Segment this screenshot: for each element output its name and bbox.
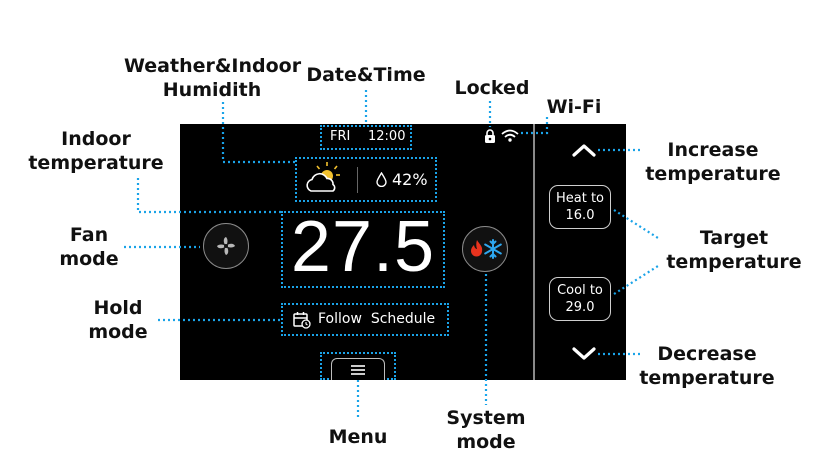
calendar-icon	[293, 312, 311, 329]
callout-target-temperature: Target temperature	[664, 226, 804, 274]
callout-menu: Menu	[328, 426, 388, 448]
chevron-up-icon[interactable]	[571, 142, 597, 158]
cool-to-label: Cool to	[557, 283, 603, 298]
cool-to-value: 29.0	[565, 300, 595, 315]
callout-locked: Locked	[454, 77, 530, 99]
hold-mode-button[interactable]: Follow Schedule	[318, 311, 436, 327]
callout-date-time: Date&Time	[306, 64, 426, 86]
wifi-icon	[501, 129, 519, 142]
callout-hold-mode: Hold mode	[82, 296, 154, 344]
callout-fan-mode: Fan mode	[54, 223, 124, 271]
callout-hold-line2: mode	[88, 321, 148, 343]
callout-weather-humidity: Weather&Indoor Humidith	[124, 54, 302, 102]
callout-system-line2: mode	[456, 431, 516, 453]
callout-indoor-line2: temperature	[28, 152, 164, 174]
droplet-icon	[376, 172, 387, 187]
callout-weather-line2: Humidith	[162, 79, 262, 101]
cool-to-button[interactable]: Cool to 29.0	[549, 277, 611, 321]
callout-increase-line2: temperature	[645, 163, 781, 185]
callout-fan-line1: Fan	[69, 224, 109, 246]
chevron-down-icon[interactable]	[571, 346, 597, 362]
callout-hold-line1: Hold	[93, 297, 143, 319]
callout-indoor-temperature: Indoor temperature	[28, 127, 164, 175]
heat-to-button[interactable]: Heat to 16.0	[549, 185, 611, 229]
callout-increase-line1: Increase	[667, 139, 759, 161]
callout-decrease-line1: Decrease	[657, 343, 757, 365]
callout-target-line1: Target	[699, 227, 769, 249]
hold-mode-box	[281, 303, 449, 336]
callout-system-line1: System	[446, 407, 526, 429]
lock-icon	[485, 129, 495, 143]
thermostat-screen	[180, 124, 626, 380]
indoor-temperature-value: 27.5	[290, 207, 436, 287]
callout-decrease-temperature: Decrease temperature	[637, 342, 777, 390]
menu-icon	[351, 365, 365, 375]
callout-wifi: Wi-Fi	[546, 96, 602, 118]
date-time-box	[320, 125, 412, 150]
partly-sunny-icon	[306, 162, 340, 192]
weather-humidity-box	[295, 157, 437, 202]
time-label: 12:00	[368, 129, 406, 144]
menu-button[interactable]	[331, 358, 385, 380]
callout-fan-line2: mode	[59, 248, 119, 270]
day-label: FRI	[330, 129, 351, 144]
heat-to-label: Heat to	[555, 191, 605, 206]
fan-mode-button[interactable]	[203, 223, 249, 269]
callout-indoor-line1: Indoor	[61, 128, 131, 150]
panel-divider	[533, 124, 535, 380]
flame-snowflake-icon	[471, 239, 502, 259]
callout-system-mode: System mode	[436, 406, 536, 454]
indoor-temperature-box	[281, 211, 445, 288]
callout-target-line2: temperature	[666, 251, 802, 273]
system-mode-button[interactable]	[462, 226, 508, 272]
humidity-value: 42%	[392, 170, 428, 189]
heat-to-value: 16.0	[565, 208, 595, 223]
weather-separator	[357, 167, 358, 193]
fan-icon	[217, 237, 235, 255]
callout-increase-temperature: Increase temperature	[643, 138, 783, 186]
callout-weather-line1: Weather&Indoor	[124, 55, 302, 77]
callout-decrease-line2: temperature	[639, 367, 775, 389]
